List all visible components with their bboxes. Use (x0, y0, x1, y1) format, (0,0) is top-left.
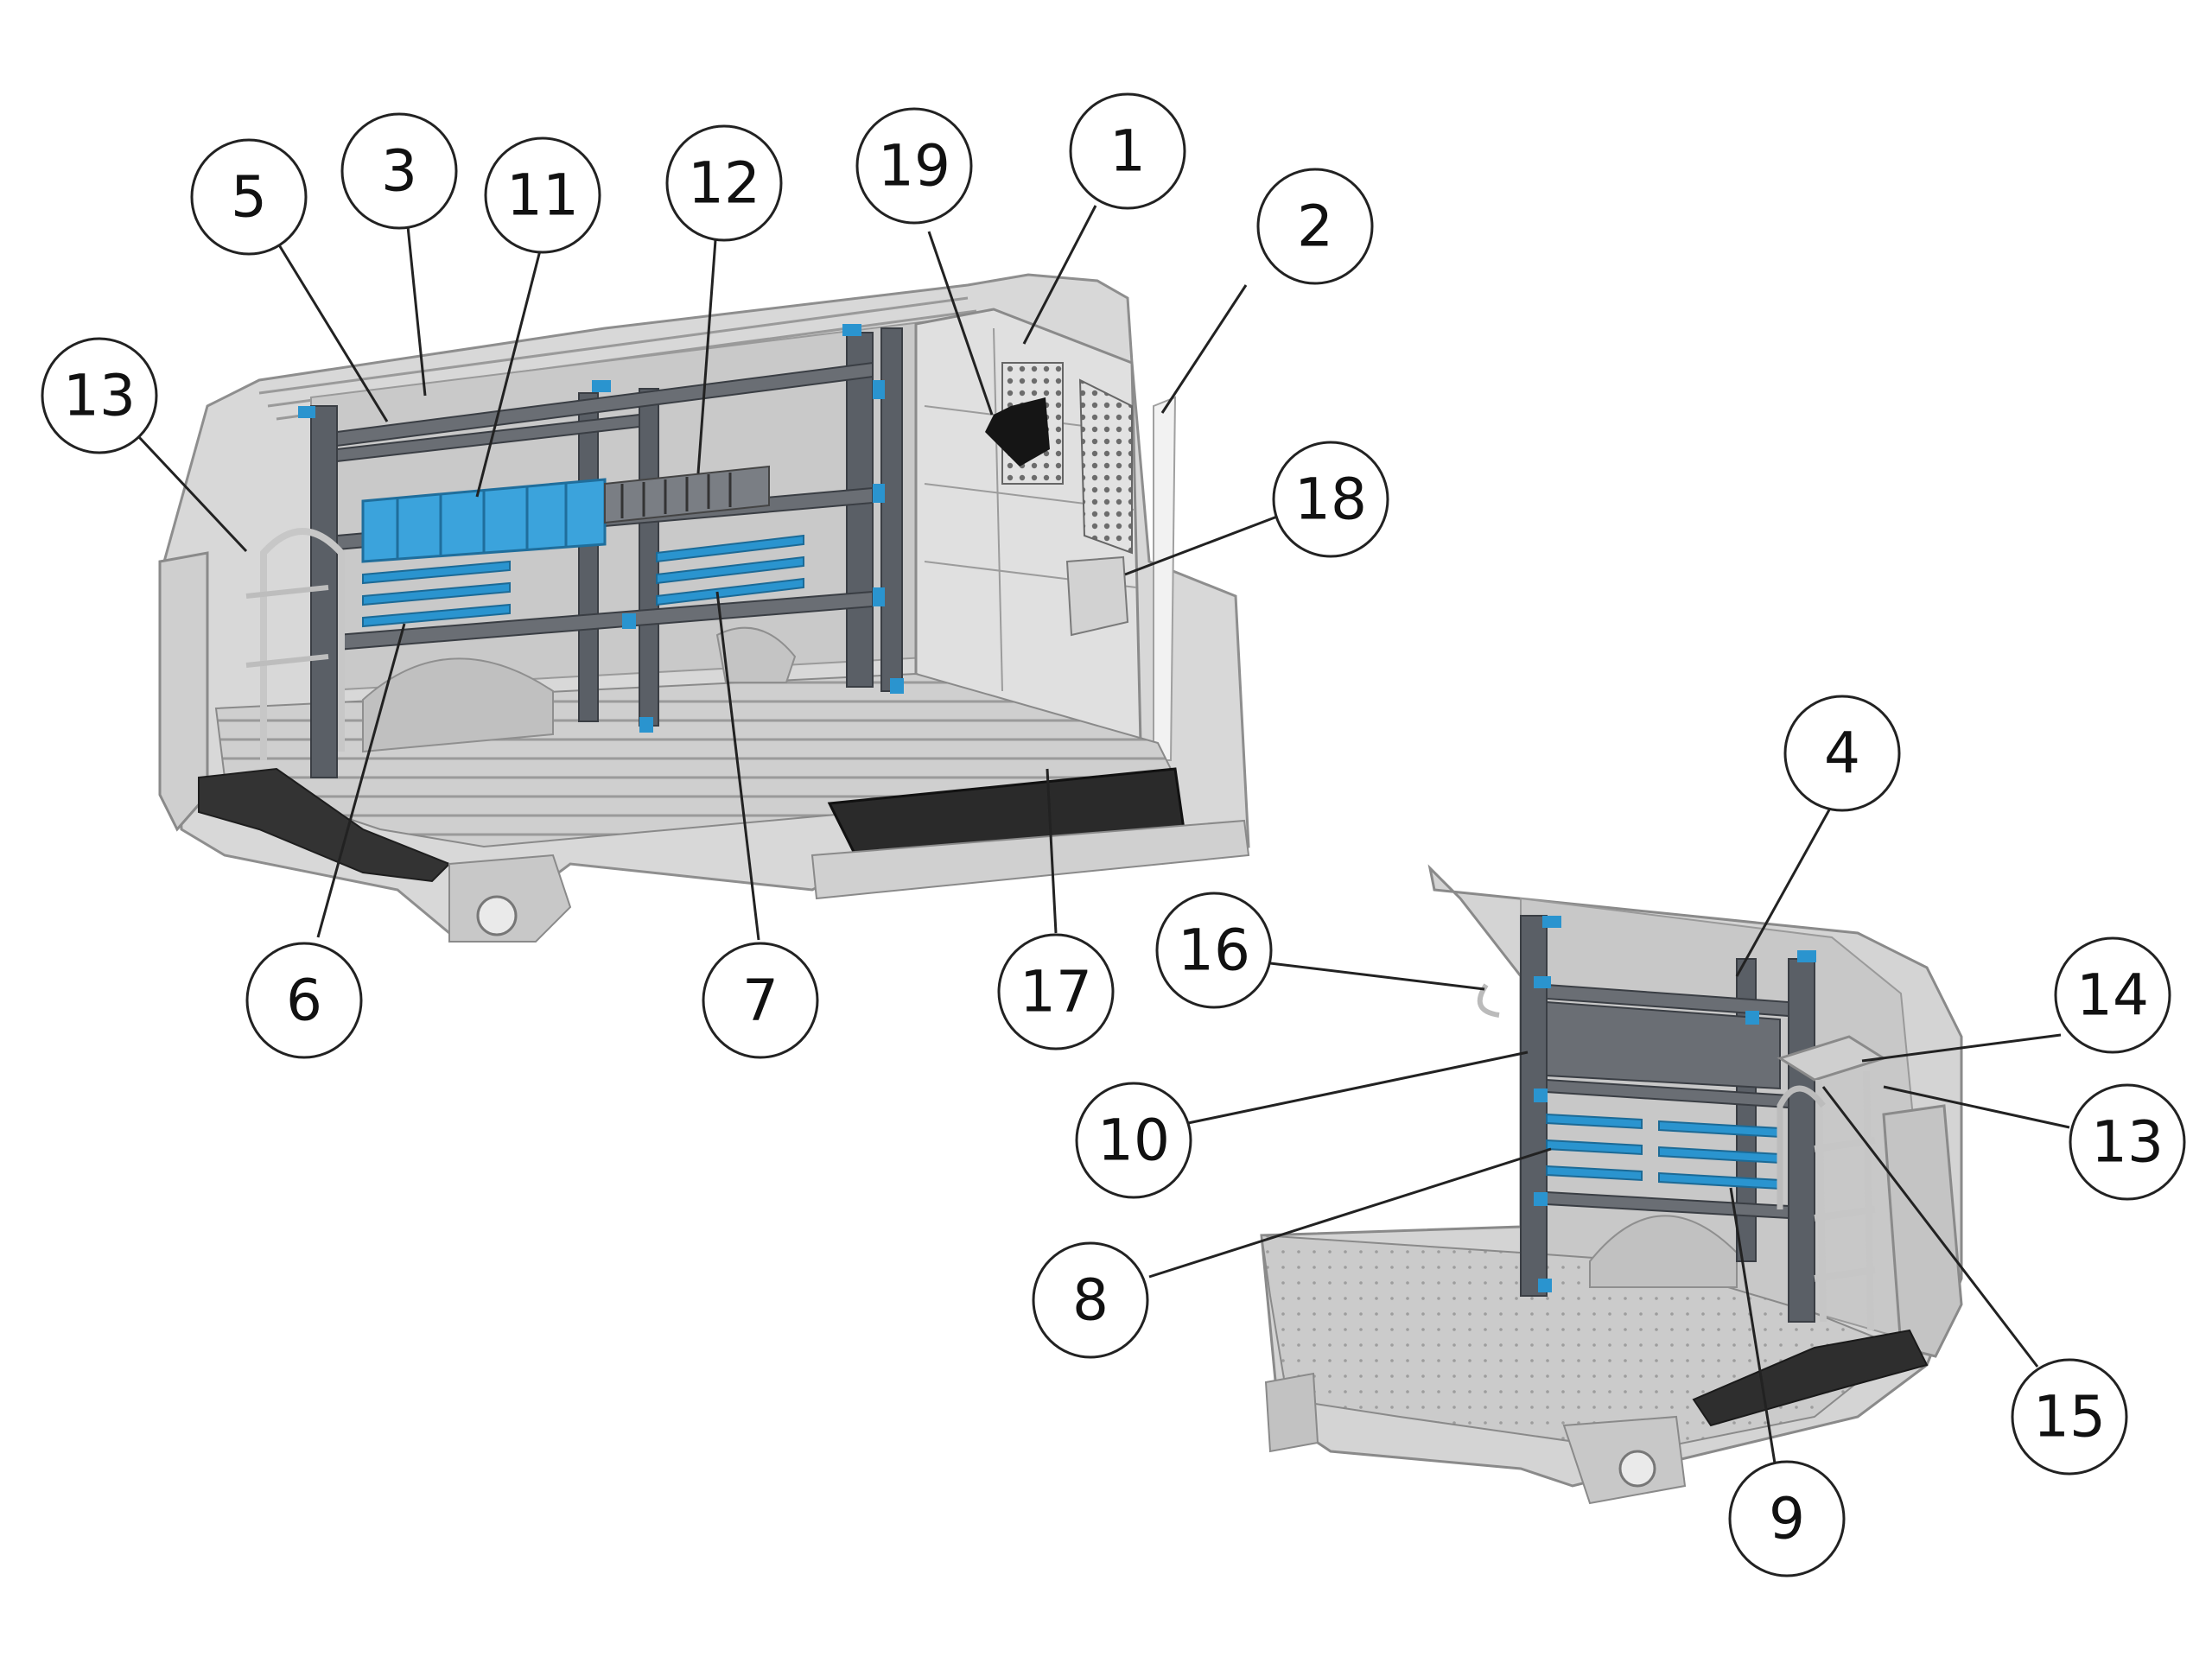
leader-17 (1046, 768, 1058, 934)
callout-17: 17 (997, 933, 1115, 1050)
callout-19: 19 (855, 107, 973, 225)
callout-9: 9 (1728, 1460, 1846, 1577)
blue-brackets-right (1534, 916, 1816, 1292)
callout-11: 11 (484, 136, 601, 254)
leader-15 (1821, 1086, 2039, 1368)
callout-leaders (137, 205, 2070, 1469)
callout-13a-label: 13 (63, 363, 136, 429)
part-18-box (1065, 555, 1129, 637)
callout-15: 15 (2011, 1358, 2128, 1476)
leader-18 (1124, 515, 1278, 576)
leader-3 (406, 225, 427, 397)
callout-12: 12 (665, 124, 783, 242)
part-10-back-panel (1546, 1000, 1781, 1090)
part-19-mount (985, 397, 1050, 467)
door-post (1153, 396, 1177, 761)
callout-1-label: 1 (1109, 118, 1146, 185)
callout-19-label: 19 (878, 133, 950, 200)
callout-7-label: 7 (742, 968, 779, 1034)
callout-5: 5 (190, 138, 308, 256)
rear-step-right (1692, 1329, 1929, 1427)
callout-14-label: 14 (2076, 962, 2149, 1029)
callout-8-label: 8 (1072, 1267, 1109, 1334)
leader-6 (316, 623, 406, 938)
leader-7 (715, 591, 760, 941)
rear-frame-right (1882, 1104, 1963, 1358)
part-15-loop-handle (1777, 1085, 1826, 1209)
leader-11 (475, 250, 542, 498)
callout-1: 1 (1069, 92, 1186, 210)
callout-2: 2 (1256, 168, 1374, 285)
part-13-ladder-rack-left (245, 528, 345, 760)
leader-14 (1861, 1033, 2062, 1063)
leader-12 (696, 239, 717, 474)
leader-13b (1883, 1085, 2070, 1129)
blue-brackets-left (298, 324, 904, 733)
callout-4: 4 (1783, 695, 1901, 812)
callout-13-left: 13 (41, 337, 158, 454)
callout-9-label: 9 (1769, 1486, 1805, 1552)
callout-7: 7 (702, 942, 819, 1059)
wheel-well-right (715, 626, 797, 683)
callout-18-label: 18 (1294, 467, 1367, 533)
callout-16: 16 (1155, 892, 1273, 1009)
rocker-panel (810, 819, 1250, 900)
front-bracket (1264, 1372, 1319, 1453)
callout-bubbles: 1 2 3 4 5 6 7 8 (41, 92, 2186, 1577)
drawer-lips-blue-right (1546, 1113, 1781, 1190)
callout-13-right: 13 (2069, 1083, 2186, 1201)
leader-13a (137, 435, 248, 553)
callout-10-label: 10 (1097, 1108, 1170, 1174)
callout-14: 14 (2054, 936, 2171, 1054)
callout-8: 8 (1032, 1241, 1149, 1359)
callout-10: 10 (1075, 1082, 1192, 1199)
shelf-rails-right (1546, 983, 1789, 1220)
callout-12-label: 12 (688, 150, 760, 217)
callout-13b-label: 13 (2091, 1109, 2164, 1176)
callout-15-label: 15 (2033, 1384, 2106, 1450)
leader-2 (1160, 284, 1248, 414)
bumper-hitch (476, 895, 518, 936)
leader-10 (1187, 1050, 1529, 1125)
van-interior-passenger-side (1260, 864, 1963, 1505)
rear-door-frame (158, 551, 209, 832)
van-interior-driver-side (158, 273, 1250, 943)
leader-8 (1148, 1147, 1552, 1279)
leader-4 (1735, 804, 1834, 977)
leader-1 (1022, 205, 1097, 345)
drawer-lips-blue (362, 534, 804, 628)
callout-6-label: 6 (286, 968, 322, 1034)
leader-5 (276, 243, 389, 422)
callout-6: 6 (245, 942, 363, 1059)
callout-11-label: 11 (506, 162, 579, 229)
bumper-hitch-right (1618, 1450, 1656, 1488)
callout-17-label: 17 (1020, 959, 1092, 1025)
callout-4-label: 4 (1824, 720, 1860, 787)
bulkhead-window-2 (1078, 378, 1133, 555)
callout-16-label: 16 (1178, 917, 1250, 984)
callout-5-label: 5 (231, 164, 267, 231)
leader-9 (1729, 1187, 1777, 1469)
leader-16 (1269, 962, 1485, 991)
leader-19 (927, 231, 994, 416)
callout-3-label: 3 (381, 138, 417, 205)
callout-3: 3 (340, 112, 458, 230)
rear-step (198, 767, 451, 883)
callout-18: 18 (1272, 441, 1389, 558)
callout-2-label: 2 (1297, 194, 1333, 260)
